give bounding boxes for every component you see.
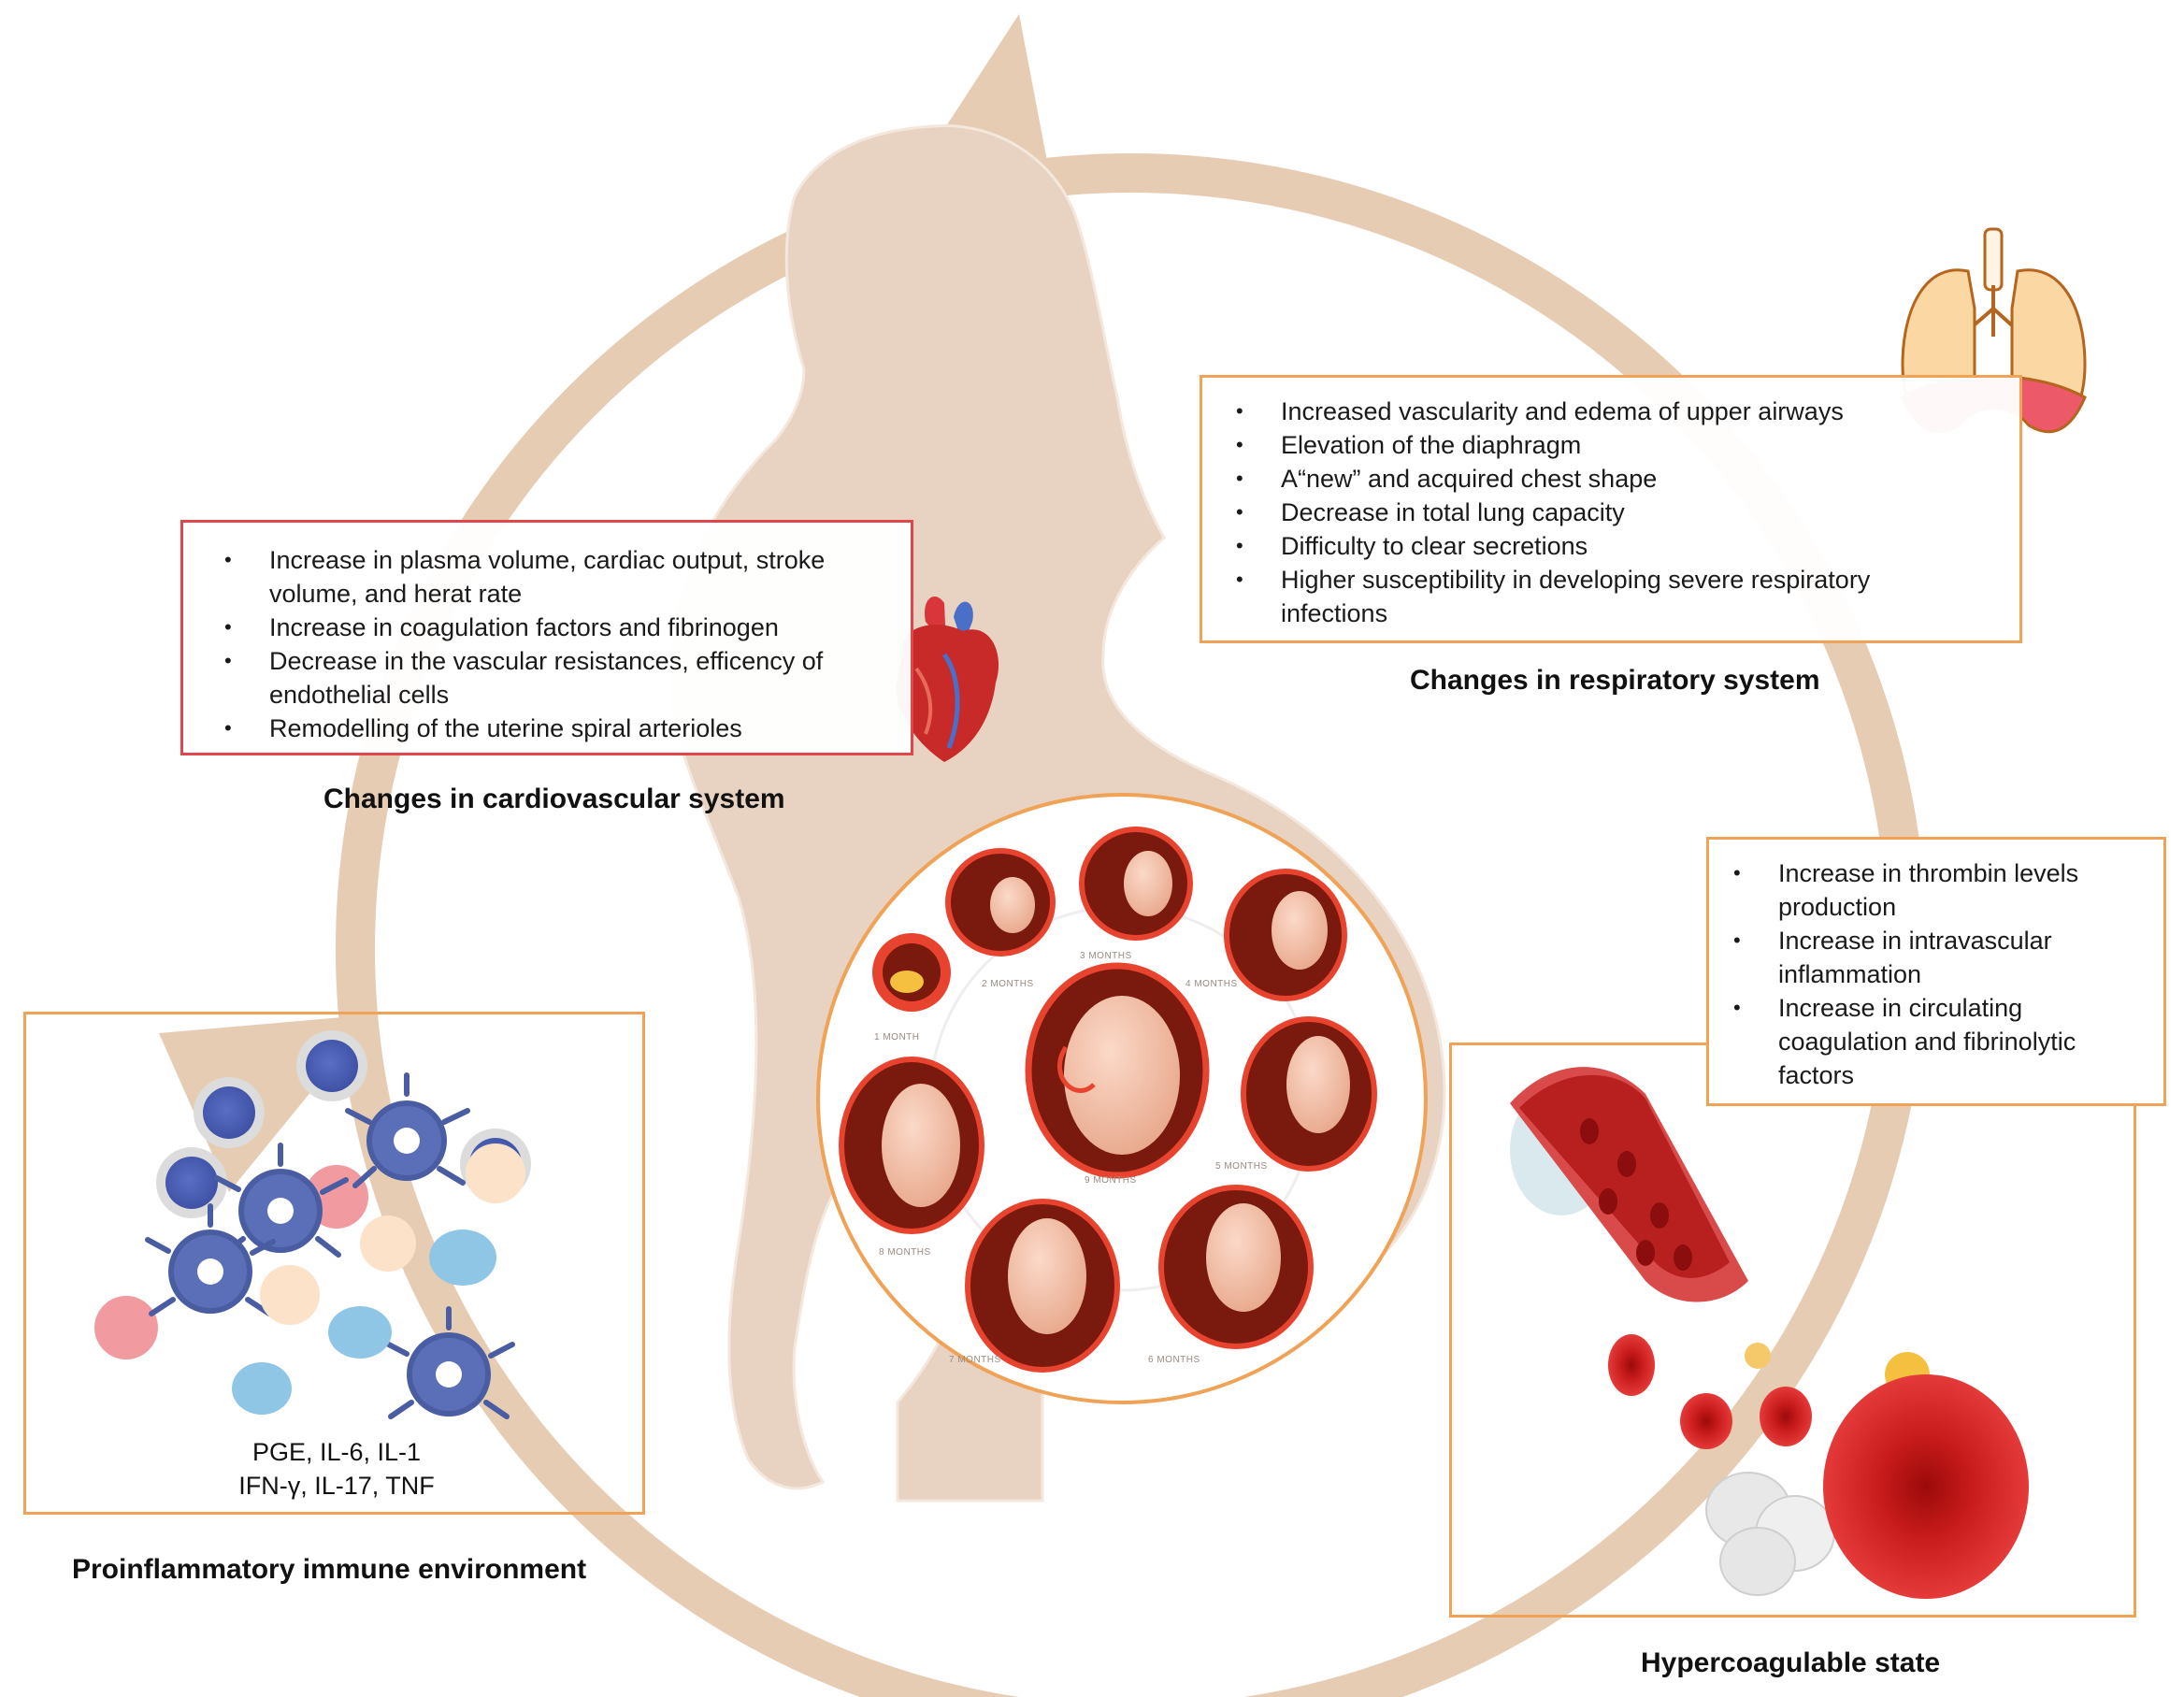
fetus-month-8 [839,1057,984,1234]
month-label-7: 7 MONTHS [949,1355,1001,1365]
cardiovascular-box: Increase in plasma volume, cardiac outpu… [180,520,913,755]
cardiovascular-list: Increase in plasma volume, cardiac outpu… [202,543,892,745]
respiratory-item: Increased vascularity and edema of upper… [1236,395,2001,428]
fetus-month-7 [965,1199,1120,1373]
month-label-6: 6 MONTHS [1148,1355,1200,1365]
fetus-month-5 [1241,1016,1377,1172]
respiratory-list: Increased vascularity and edema of upper… [1214,395,2001,630]
cytokines-line-1: PGE, IL-6, IL-1 [251,1438,422,1466]
hypercoagulable-caption: Hypercoagulable state [1641,1647,1941,1678]
immune-caption: Proinflammatory immune environment [72,1554,587,1585]
fetus-month-4 [1224,869,1347,1001]
fetus-month-3 [1079,827,1193,941]
cardiovascular-item: Decrease in the vascular resistances, ef… [224,644,892,712]
respiratory-box: Increased vascularity and edema of upper… [1200,375,2022,643]
respiratory-item: Higher susceptibility in developing seve… [1236,563,1926,630]
month-label-8: 8 MONTHS [879,1247,931,1258]
month-label-4: 4 MONTHS [1185,979,1238,989]
fetus-month-1 [872,933,951,1012]
hypercoagulable-item: Increase in intravascular inflammation [1733,924,2150,991]
hypercoagulable-item: Increase in thrombin levels production [1733,856,2150,924]
month-label-2: 2 MONTHS [982,979,1034,989]
hypercoagulable-list: Increase in thrombin levels production I… [1711,856,2150,1092]
month-label-1: 1 MONTH [874,1032,920,1043]
cardiovascular-item: Remodelling of the uterine spiral arteri… [224,712,892,745]
fetus-month-2 [945,848,1056,956]
cytokine-list: PGE, IL-6, IL-1 IFN-γ, IL-17, TNF [210,1435,463,1503]
fetus-month-9 [1025,962,1210,1179]
fetus-month-6 [1158,1185,1314,1349]
blood-vessel-icon [1510,1067,2029,1599]
hypercoagulable-image-box [1449,1043,2136,1618]
month-label-5: 5 MONTHS [1215,1161,1268,1172]
month-label-3: 3 MONTHS [1080,951,1132,961]
cardiovascular-item: Increase in coagulation factors and fibr… [224,611,892,644]
immune-box [23,1012,645,1515]
respiratory-item: Elevation of the diaphragm [1236,428,2001,462]
respiratory-item: Difficulty to clear secretions [1236,529,2001,563]
fetal-development-circle: 1 MONTH 2 MONTHS 3 MONTHS 4 MONTHS 5 MON… [816,793,1428,1404]
cardiovascular-caption: Changes in cardiovascular system [323,784,785,814]
respiratory-caption: Changes in respiratory system [1410,665,1820,696]
immune-cells-icon [94,1030,531,1419]
heart-icon [896,596,999,762]
cytokines-line-2: IFN-γ, IL-17, TNF [238,1472,435,1500]
hypercoagulable-box: Increase in thrombin levels production I… [1706,837,2166,1106]
respiratory-item: Decrease in total lung capacity [1236,496,2001,529]
respiratory-item: A“new” and acquired chest shape [1236,462,2001,496]
cardiovascular-item: Increase in plasma volume, cardiac outpu… [224,543,892,611]
hypercoagulable-item: Increase in circulating coagulation and … [1733,991,2150,1092]
month-label-9: 9 MONTHS [1085,1175,1137,1186]
